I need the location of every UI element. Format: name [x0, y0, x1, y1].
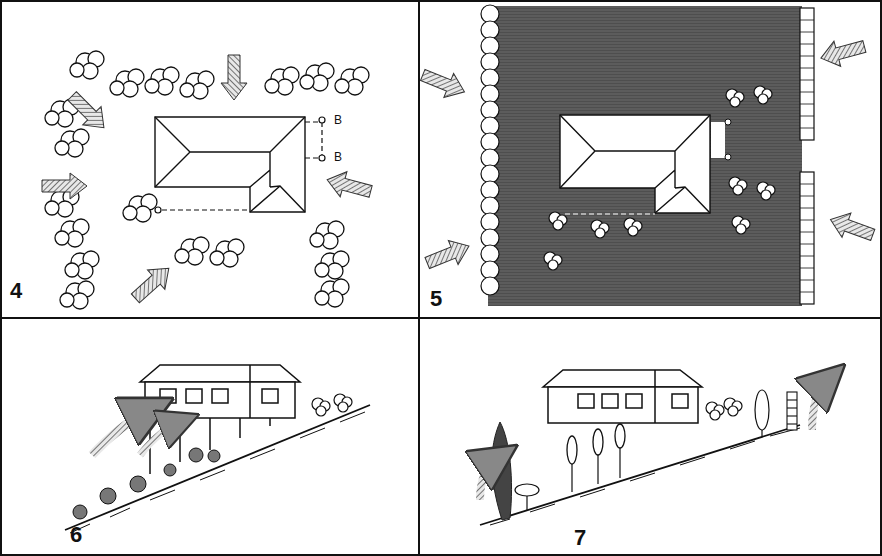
panel-number: 6: [70, 524, 82, 546]
panel-number: 5: [430, 288, 442, 310]
panel-number: 4: [10, 280, 22, 302]
point-label: B: [334, 151, 342, 163]
panel-number: 7: [574, 527, 586, 549]
point-label: B: [334, 114, 342, 126]
